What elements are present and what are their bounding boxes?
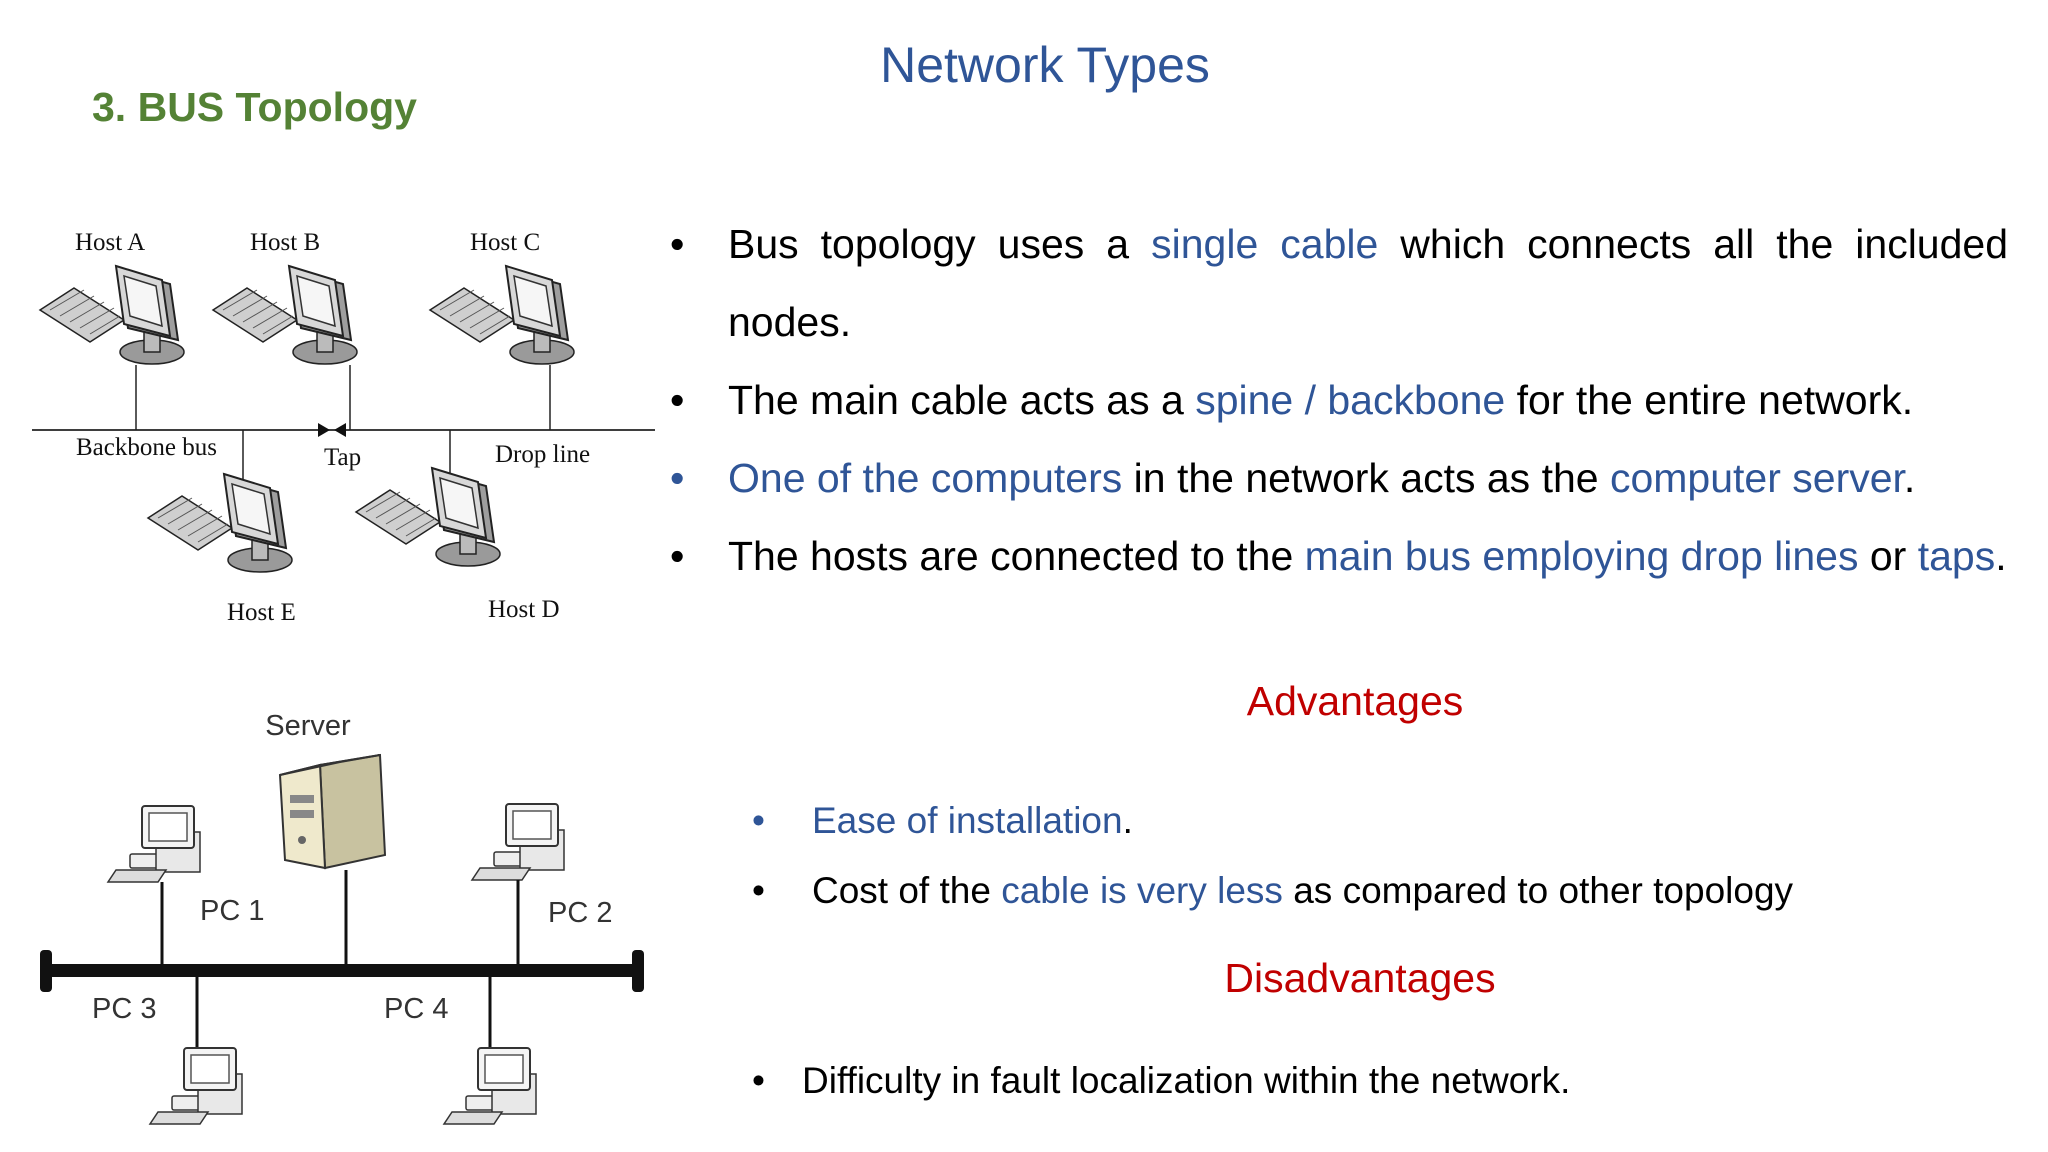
bullet-marker: • bbox=[670, 221, 685, 267]
pc-2-label: PC 2 bbox=[548, 897, 612, 929]
bullet-text: One of the computers in the network acts… bbox=[728, 455, 1915, 501]
pc-1-computer-icon bbox=[107, 805, 201, 883]
text-segment: Bus topology uses a bbox=[728, 221, 1152, 267]
backbone-bus-label: Backbone bus bbox=[76, 434, 217, 461]
bus-terminator-right bbox=[632, 950, 644, 992]
advantage-item: • Ease of installation. bbox=[752, 786, 1793, 856]
advantages-heading: Advantages bbox=[1246, 678, 1464, 724]
pc-3-computer-icon bbox=[149, 1047, 243, 1125]
pc-1-label: PC 1 bbox=[200, 895, 264, 927]
drop-line-label: Drop line bbox=[495, 441, 590, 468]
bullet-text: Bus topology uses a single cable which c… bbox=[728, 221, 2008, 345]
text-segment: Cost of the bbox=[812, 870, 1002, 911]
host-c-label: Host C bbox=[470, 229, 540, 256]
text-segment: or bbox=[1858, 533, 1918, 579]
host-b-computer-icon bbox=[212, 265, 358, 365]
bullet-item: • The main cable acts as a spine / backbo… bbox=[660, 361, 2008, 439]
tap-arrows-icon bbox=[318, 423, 346, 437]
pc-4-label: PC 4 bbox=[384, 993, 448, 1025]
tap-label: Tap bbox=[324, 444, 361, 471]
host-a-computer-icon bbox=[39, 265, 185, 365]
host-d-computer-icon bbox=[355, 467, 501, 567]
bullet-marker: • bbox=[670, 455, 685, 501]
advantage-text: Ease of installation. bbox=[812, 800, 1133, 841]
highlighted-text: computer server bbox=[1609, 455, 1904, 501]
text-segment: as compared to other topology bbox=[1282, 870, 1794, 911]
pc-2-computer-icon bbox=[471, 803, 565, 881]
bullet-item: • The hosts are connected to the main bus… bbox=[660, 517, 2008, 595]
bullet-item: • Bus topology uses a single cable which … bbox=[660, 205, 2008, 361]
host-a-label: Host A bbox=[75, 229, 145, 256]
pc-connections bbox=[160, 870, 520, 1050]
host-e-label: Host E bbox=[227, 599, 296, 626]
text-segment: in the network acts as the bbox=[1122, 455, 1610, 501]
disadvantage-item: • Difficulty in fault localization within… bbox=[752, 1046, 1570, 1116]
server-icon bbox=[278, 753, 387, 870]
highlighted-text: taps bbox=[1917, 533, 1996, 579]
host-d-label: Host D bbox=[488, 596, 560, 623]
advantage-text: Cost of the cable is very less as compar… bbox=[812, 870, 1793, 911]
text-segment: The hosts are connected to the bbox=[728, 533, 1305, 579]
bus-network-server-diagram: Server PC 1 PC 2 PC 3 PC 4 bbox=[40, 710, 644, 1125]
text-segment: . bbox=[1995, 533, 2007, 579]
main-bullet-list: • Bus topology uses a single cable which … bbox=[660, 205, 2008, 595]
disadvantages-heading: Disadvantages bbox=[1224, 955, 1496, 1001]
bullet-marker: • bbox=[752, 870, 765, 911]
bus-topology-diagram: Host A Host B Host C Backbone bus Tap Dr… bbox=[32, 229, 655, 626]
text-segment: which connects all the included nodes. bbox=[728, 221, 2009, 345]
text-segment: for the entire network. bbox=[1505, 377, 1914, 423]
host-e-computer-icon bbox=[147, 473, 293, 573]
highlighted-text: single cable bbox=[1151, 221, 1379, 267]
bus-terminator-left bbox=[40, 950, 52, 992]
bullet-marker: • bbox=[670, 377, 685, 423]
highlighted-text: spine / backbone bbox=[1195, 377, 1506, 423]
pc-3-label: PC 3 bbox=[92, 993, 156, 1025]
bullet-item: • One of the computers in the network act… bbox=[660, 439, 2008, 517]
server-label: Server bbox=[265, 710, 351, 742]
bullet-marker: • bbox=[670, 533, 685, 579]
bullet-marker: • bbox=[752, 1060, 765, 1101]
text-segment: Difficulty in fault localization within … bbox=[802, 1060, 1571, 1101]
pc-4-computer-icon bbox=[443, 1047, 537, 1125]
host-c-computer-icon bbox=[429, 265, 575, 365]
text-segment: The main cable acts as a bbox=[728, 377, 1196, 423]
bullet-text: The hosts are connected to the main bus … bbox=[728, 533, 2007, 579]
section-heading: 3. BUS Topology bbox=[92, 84, 417, 130]
highlighted-text: main bus employing drop lines bbox=[1304, 533, 1859, 579]
advantage-item: • Cost of the cable is very less as compa… bbox=[752, 856, 1793, 926]
slide-title: Network Types bbox=[880, 37, 1210, 93]
disadvantages-list: • Difficulty in fault localization within… bbox=[752, 1046, 1570, 1116]
text-segment: . bbox=[1903, 455, 1916, 501]
advantages-list: • Ease of installation. • Cost of the cabl… bbox=[752, 786, 1793, 926]
drop-lines bbox=[135, 365, 551, 490]
highlighted-text: One of the computers bbox=[728, 455, 1123, 501]
text-segment: . bbox=[1122, 800, 1133, 841]
bus-cable bbox=[46, 964, 640, 977]
bullet-marker: • bbox=[752, 800, 765, 841]
disadvantage-text: Difficulty in fault localization within … bbox=[802, 1060, 1570, 1101]
bullet-text: The main cable acts as a spine / backbon… bbox=[728, 377, 1913, 423]
host-b-label: Host B bbox=[250, 229, 320, 256]
highlighted-text: Ease of installation bbox=[812, 800, 1123, 841]
highlighted-text: cable is very less bbox=[1001, 870, 1283, 911]
